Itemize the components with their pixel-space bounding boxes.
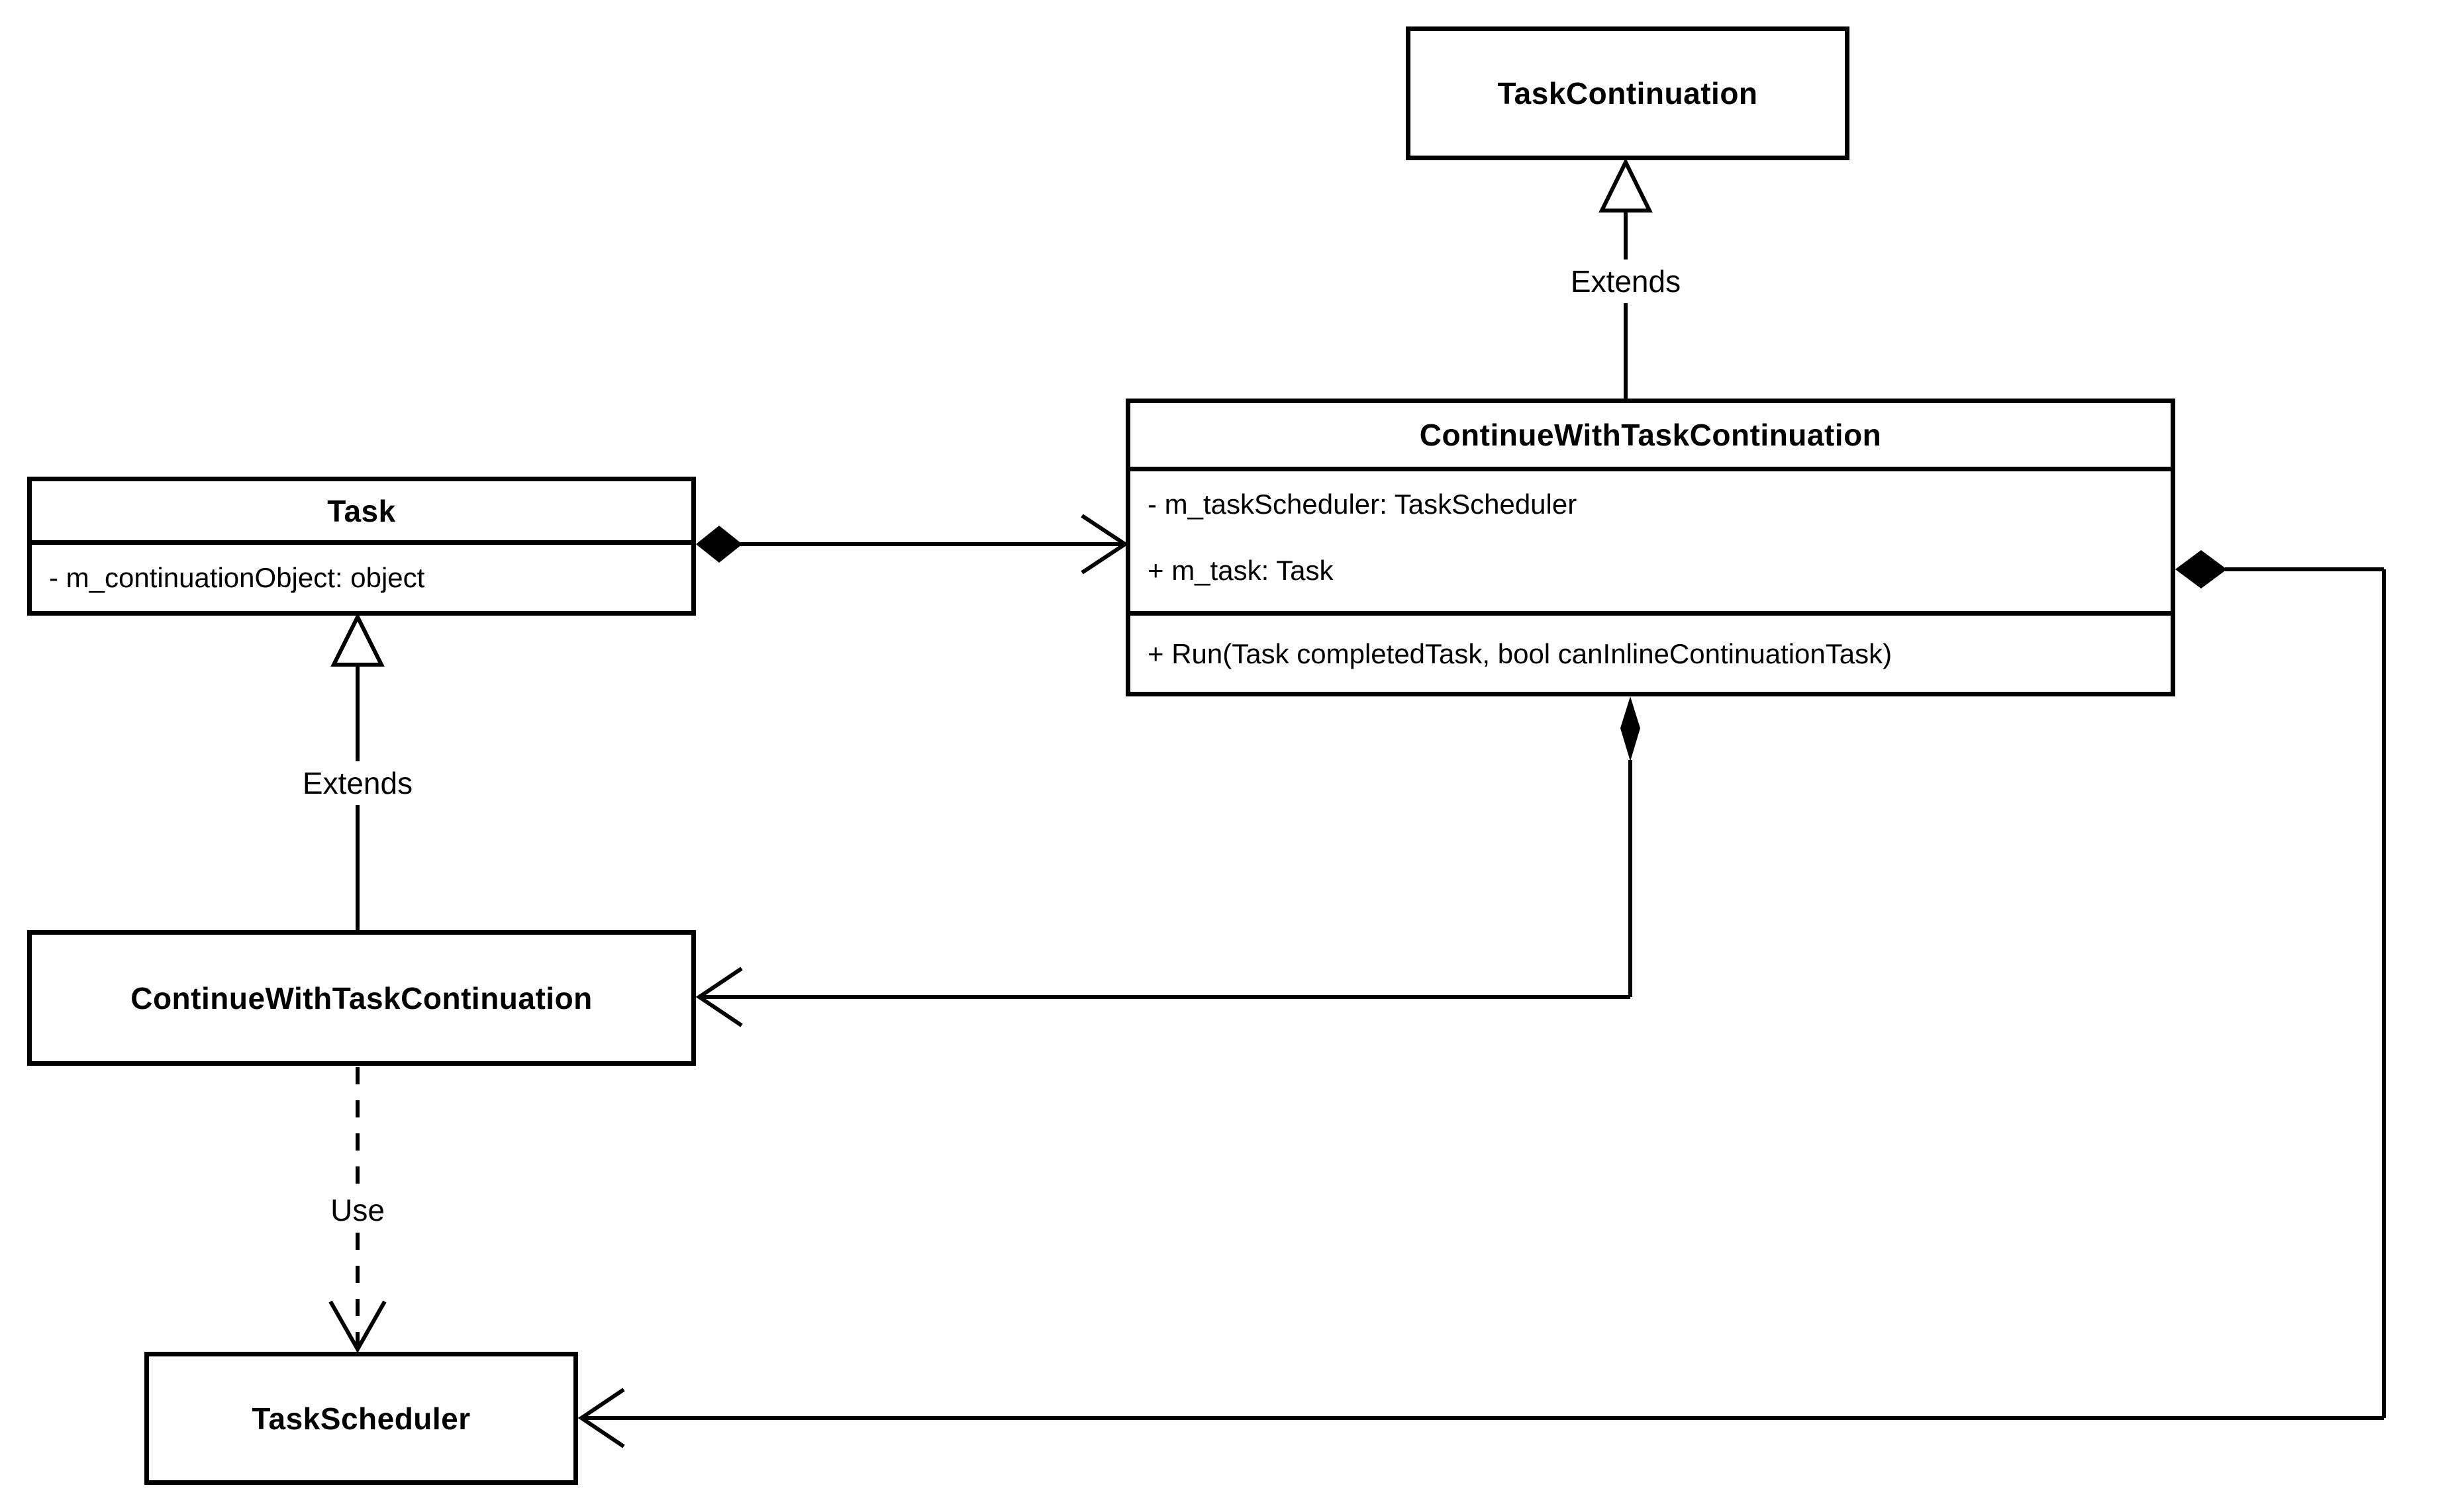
class-box-taskcontinuation: TaskContinuation: [1406, 26, 1849, 160]
open-arrowhead-icon: [328, 1300, 387, 1354]
attribute-row: + m_task: Task: [1148, 555, 1334, 586]
class-title: ContinueWithTaskContinuation: [130, 980, 593, 1016]
inheritance-triangle-icon: [1598, 158, 1653, 213]
attributes-section: - m_continuationObject: object: [32, 545, 691, 611]
open-arrowhead-icon: [577, 1388, 625, 1448]
class-box-taskscheduler: TaskScheduler: [144, 1352, 578, 1485]
composition-diamond-icon: [1620, 696, 1640, 761]
class-box-task: Task - m_continuationObject: object: [27, 477, 696, 616]
composition-diamond-icon: [2175, 550, 2227, 589]
edge-label-extends-top: Extends: [1558, 260, 1693, 303]
attribute-row: - m_taskScheduler: TaskScheduler: [1148, 489, 1577, 520]
section-separator: [32, 540, 691, 545]
class-box-continuewithtaskcontinuation-main: ContinueWithTaskContinuation - m_taskSch…: [1126, 399, 2175, 696]
method-row: + Run(Task completedTask, bool canInline…: [1148, 638, 1893, 669]
composition-diamond-icon: [696, 526, 742, 563]
inheritance-triangle-icon: [330, 612, 385, 667]
open-arrowhead-icon: [695, 967, 743, 1027]
section-separator: [1130, 467, 2171, 471]
class-title: TaskScheduler: [252, 1401, 471, 1436]
attribute-row: - m_continuationObject: object: [49, 562, 425, 593]
class-title: Task: [327, 493, 396, 528]
class-box-continuewithtaskcontinuation-small: ContinueWithTaskContinuation: [27, 930, 696, 1066]
attributes-section: - m_taskScheduler: TaskScheduler + m_tas…: [1130, 471, 2171, 611]
class-title: TaskContinuation: [1497, 76, 1758, 111]
edge-label-extends-left: Extends: [290, 761, 425, 805]
open-arrowhead-icon: [1081, 514, 1129, 575]
class-title: ContinueWithTaskContinuation: [1419, 418, 1882, 452]
section-separator: [1130, 611, 2171, 616]
edge-label-use: Use: [319, 1188, 397, 1232]
methods-section: + Run(Task completedTask, bool canInline…: [1130, 616, 2171, 692]
